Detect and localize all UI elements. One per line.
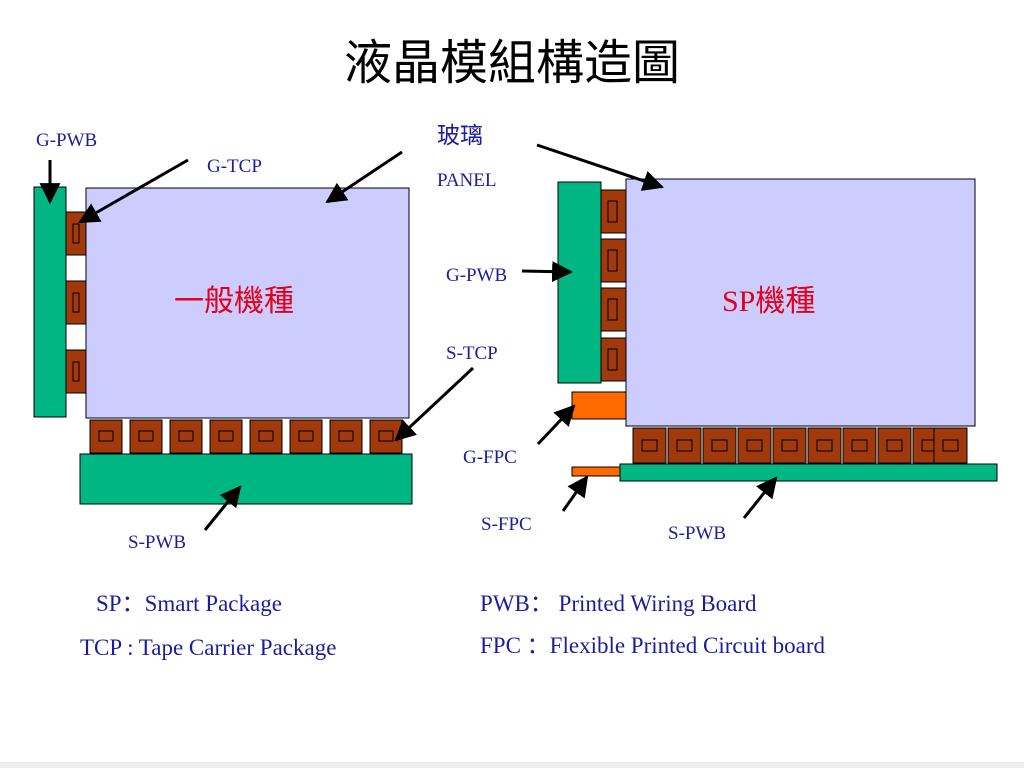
arrow-left-s-pwb — [203, 485, 242, 531]
left-panel — [85, 187, 410, 419]
right-g-pwb — [557, 181, 602, 384]
left-g-pwb — [33, 186, 67, 418]
right-s-tcp — [702, 427, 737, 464]
left-s-tcp — [169, 419, 203, 454]
right-g-tcp — [600, 337, 628, 382]
right-s-tcp — [877, 427, 912, 464]
left-g-tcp-chip — [72, 223, 80, 244]
right-g-tcp — [600, 287, 628, 332]
left-module — [33, 186, 413, 505]
left-s-tcp-chip — [178, 430, 194, 442]
label-right-panel: SP機種 — [722, 285, 816, 318]
left-g-tcp — [65, 280, 87, 325]
right-s-tcp — [772, 427, 807, 464]
page-title: 液晶模組構造圖 — [343, 37, 680, 90]
right-s-tcp-group — [632, 427, 968, 464]
label-left-g-pwb: G-PWB — [36, 130, 98, 151]
right-s-tcp-chip — [676, 439, 693, 452]
arrow-right-g-fpc — [536, 404, 576, 446]
label-right-s-pwb: S-PWB — [668, 523, 727, 544]
bottom-rule — [0, 762, 1024, 768]
left-g-tcp-chip — [72, 292, 80, 313]
right-g-tcp-chip — [607, 200, 618, 223]
left-s-tcp — [289, 419, 323, 454]
arrow-left-g-tcp — [78, 158, 189, 224]
left-s-tcp — [89, 419, 123, 454]
right-g-tcp — [600, 189, 628, 234]
legend-tcp: TCP : Tape Carrier Package — [80, 635, 337, 660]
right-s-tcp-chip — [781, 439, 798, 452]
label-s-fpc: S-FPC — [481, 514, 532, 535]
right-s-tcp-chip — [851, 439, 868, 452]
label-center-g-pwb: G-PWB — [446, 265, 508, 286]
left-s-tcp — [209, 419, 243, 454]
right-g-tcp-chip — [607, 249, 618, 272]
arrow-s-tcp-left — [394, 366, 475, 442]
left-s-tcp-chip — [258, 430, 274, 442]
right-g-fpc — [571, 391, 627, 420]
arrow-panel-left — [325, 150, 403, 204]
left-s-tcp-group — [89, 419, 403, 454]
left-s-tcp-chip — [218, 430, 234, 442]
right-g-tcp-chip — [607, 348, 618, 371]
label-panel: PANEL — [437, 170, 497, 191]
right-s-tcp-chip — [641, 439, 658, 452]
right-g-tcp-group — [600, 189, 628, 382]
right-g-tcp-chip — [607, 298, 618, 321]
arrow-right-g-pwb — [521, 261, 574, 283]
left-s-tcp-chip — [298, 430, 314, 442]
legend-fpc: FPC ：Flexible Printed Circuit board — [480, 633, 825, 658]
right-s-tcp-chip — [816, 439, 833, 452]
right-s-tcp — [933, 427, 968, 464]
legend-sp: SP：Smart Package — [96, 591, 282, 616]
right-s-pwb — [619, 463, 998, 482]
arrow-panel-right — [536, 143, 664, 191]
label-g-fpc: G-FPC — [463, 447, 517, 468]
right-s-tcp-chip — [711, 439, 728, 452]
right-s-tcp — [737, 427, 772, 464]
label-s-tcp: S-TCP — [446, 343, 498, 364]
legend-pwb: PWB： Printed Wiring Board — [480, 591, 757, 616]
right-s-tcp — [667, 427, 702, 464]
label-glass: 玻璃 — [437, 123, 483, 148]
left-s-tcp — [329, 419, 363, 454]
left-s-tcp — [129, 419, 163, 454]
right-s-tcp-chip — [886, 439, 903, 452]
label-left-panel: 一般機種 — [174, 285, 294, 318]
arrow-right-s-fpc — [561, 475, 589, 512]
left-g-tcp — [65, 349, 87, 394]
left-s-tcp-chip — [378, 430, 394, 442]
right-s-tcp-chip — [942, 439, 959, 452]
right-s-tcp — [842, 427, 877, 464]
right-s-tcp — [807, 427, 842, 464]
label-left-g-tcp: G-TCP — [207, 156, 262, 177]
right-panel — [625, 178, 976, 427]
right-s-tcp-chip — [746, 439, 763, 452]
left-s-tcp — [369, 419, 403, 454]
left-g-tcp — [65, 211, 87, 256]
arrow-right-s-pwb — [742, 476, 778, 519]
left-s-tcp — [249, 419, 283, 454]
left-g-tcp-group — [65, 211, 87, 394]
left-s-pwb — [79, 453, 413, 505]
right-module — [557, 178, 998, 482]
left-s-tcp-chip — [98, 430, 114, 442]
left-g-tcp-chip — [72, 361, 80, 382]
right-s-tcp — [632, 427, 667, 464]
left-s-tcp-chip — [138, 430, 154, 442]
left-s-tcp-chip — [338, 430, 354, 442]
right-g-tcp — [600, 238, 628, 283]
label-left-s-pwb: S-PWB — [128, 532, 187, 553]
